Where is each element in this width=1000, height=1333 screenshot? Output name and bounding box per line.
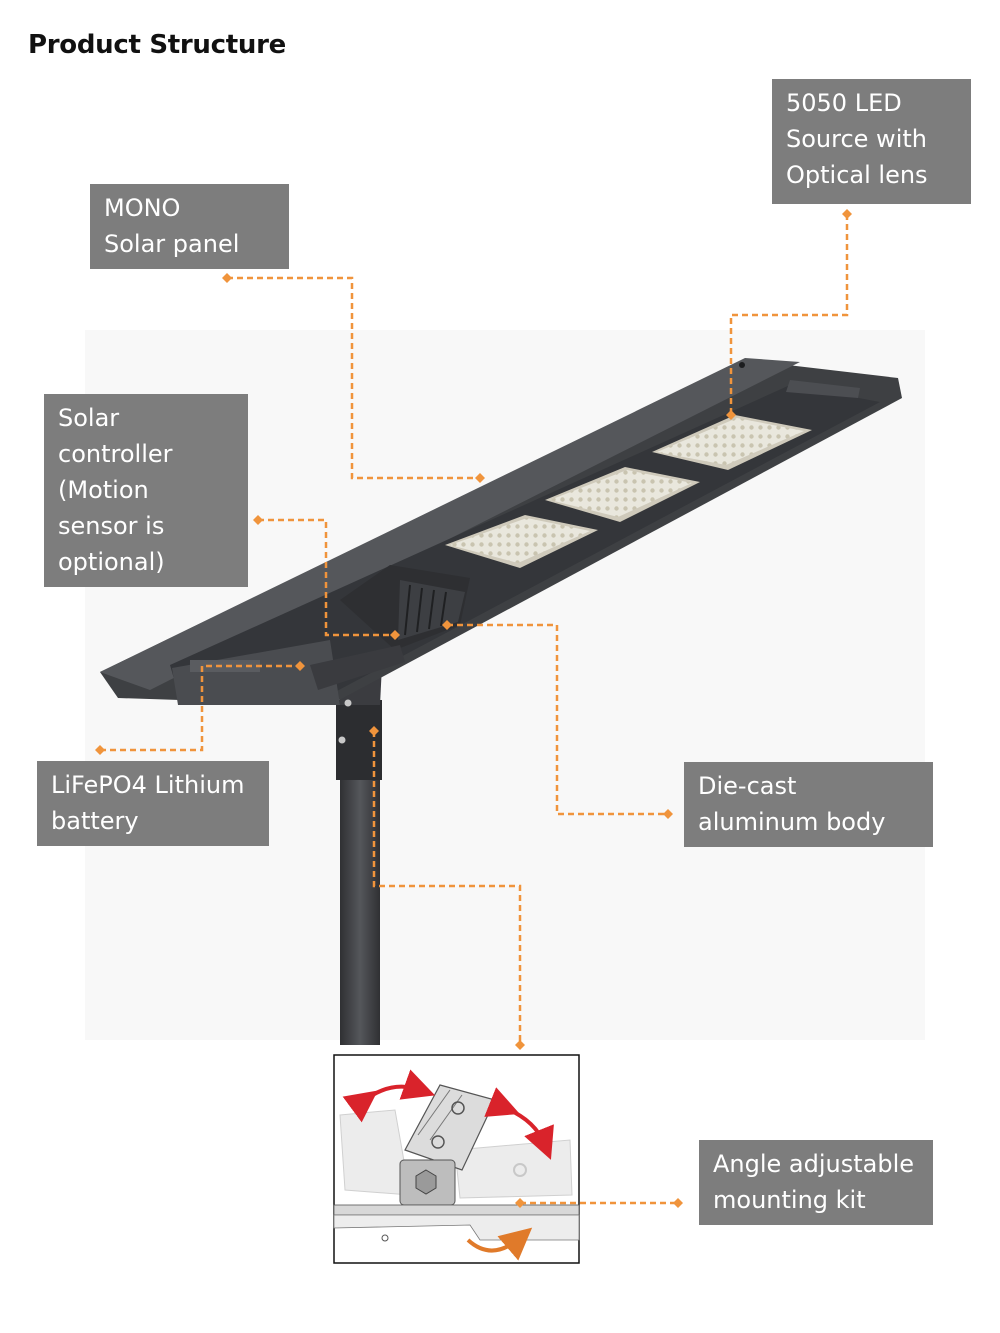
leader-line-solar-controller — [258, 518, 395, 637]
leader-dot — [842, 209, 852, 219]
mounting-kit-inset — [333, 1054, 580, 1264]
led-module-1 — [445, 515, 598, 568]
leader-dot — [475, 473, 485, 483]
leader-line-led-source — [729, 214, 849, 415]
leader-dot — [222, 273, 232, 283]
leader-dot — [295, 661, 305, 671]
leader-line-battery — [100, 664, 300, 752]
label-led-source: 5050 LED Source with Optical lens — [772, 79, 971, 204]
page-title: Product Structure — [28, 30, 286, 60]
leader-dot — [673, 1198, 683, 1208]
led-module-3 — [652, 415, 812, 470]
label-solar-controller: Solar controller (Motion sensor is optio… — [44, 394, 248, 587]
leader-dot — [253, 515, 263, 525]
leader-line-mounting-kit — [372, 731, 522, 1045]
label-battery: LiFePO4 Lithium battery — [37, 761, 269, 846]
label-body: Die-cast aluminum body — [684, 762, 933, 847]
label-solar-panel: MONO Solar panel — [90, 184, 289, 269]
leader-dot — [515, 1040, 525, 1050]
led-module-2 — [545, 467, 700, 522]
leader-dot — [515, 1198, 525, 1208]
leader-dot — [442, 620, 452, 630]
leader-dot — [726, 410, 736, 420]
label-mounting-kit: Angle adjustable mounting kit — [699, 1140, 933, 1225]
leader-line-body — [447, 623, 668, 816]
leader-dot — [369, 726, 379, 736]
leader-line-solar-panel — [227, 276, 480, 480]
leader-dot — [95, 745, 105, 755]
leader-dot — [390, 630, 400, 640]
leader-dot — [663, 809, 673, 819]
